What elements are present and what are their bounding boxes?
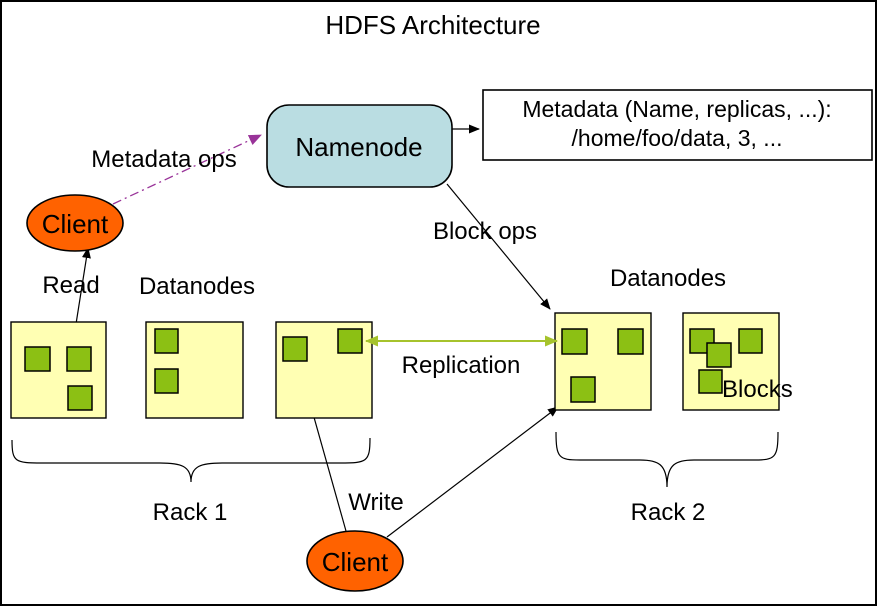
datanodes-left-label: Datanodes (139, 273, 255, 300)
block-square (154, 328, 179, 354)
block-square (561, 328, 588, 355)
metadata-box (482, 89, 873, 161)
block-square (337, 328, 363, 354)
rack1-brace (11, 437, 371, 483)
rack1-datanode-2 (145, 321, 244, 419)
rack2-datanode-1 (554, 312, 652, 411)
replication-label: Replication (402, 352, 521, 379)
rack1-label: Rack 1 (153, 499, 228, 526)
datanode-box (554, 312, 652, 411)
read-label: Read (42, 272, 99, 299)
write-arrow-rack2 (386, 406, 559, 538)
block-square (617, 328, 644, 355)
diagram-title: HDFS Architecture (325, 10, 540, 40)
block-square (154, 368, 179, 394)
metadata-line1: Metadata (Name, replicas, ...): (522, 96, 831, 122)
metadata-ops-arrow (112, 134, 262, 205)
rack2-brace (555, 431, 779, 488)
block-square (67, 385, 93, 411)
block-square (698, 369, 723, 394)
block-ops-label: Block ops (433, 218, 537, 245)
block-square (24, 346, 51, 372)
block-square (706, 342, 732, 368)
rack2-datanode-2 (682, 312, 780, 411)
block-ops-arrow (446, 183, 551, 310)
rack1-datanode-1 (10, 321, 107, 419)
client-top-label: Client (42, 209, 109, 239)
datanodes-right-label: Datanodes (610, 265, 726, 292)
block-square (66, 346, 92, 372)
rack1-datanode-3 (275, 321, 373, 419)
client-top-ellipse (26, 194, 124, 252)
namenode-label: Namenode (295, 132, 422, 162)
client-bottom-label: Client (322, 547, 389, 577)
namenode-box (266, 104, 453, 188)
client-bottom-ellipse (306, 530, 404, 592)
metadata-ops-label: Metadata ops (91, 146, 236, 173)
block-square (570, 376, 596, 403)
block-square (282, 336, 308, 362)
blocks-label: Blocks (722, 376, 793, 403)
rack2-label: Rack 2 (631, 499, 706, 526)
block-square (738, 328, 763, 354)
write-label: Write (348, 489, 404, 516)
metadata-line2: /home/foo/data, 3, ... (572, 125, 783, 151)
